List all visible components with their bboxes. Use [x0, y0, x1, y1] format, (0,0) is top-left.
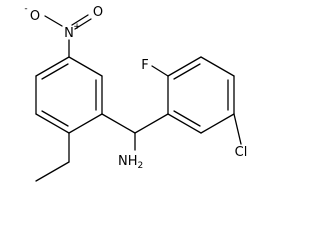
- bond: [41, 110, 69, 127]
- molecule-diagram: O - N + O F Cl NH2: [24, 4, 248, 182]
- bond: [200, 56, 235, 77]
- left-ring: [35, 56, 103, 134]
- oxygen-minus-label: O: [30, 9, 40, 24]
- fluorine-label: F: [141, 58, 148, 73]
- bond: [35, 56, 70, 77]
- bond: [173, 110, 201, 127]
- nitro-nitrogen-label: N: [64, 26, 74, 41]
- central-carbon: [101, 113, 169, 151]
- bond: [35, 113, 70, 134]
- chlorine-label: Cl: [235, 145, 248, 160]
- nitro-group: [44, 14, 92, 58]
- bond: [167, 56, 202, 77]
- amine-subscript: 2: [138, 161, 144, 171]
- amine-nh: NH: [118, 154, 138, 169]
- chlorine-bond: [233, 113, 242, 145]
- oxygen-double-label: O: [93, 5, 103, 20]
- right-ring: [167, 56, 235, 134]
- oxygen-minus-charge: -: [24, 4, 27, 14]
- bond: [68, 56, 103, 77]
- bond: [35, 161, 70, 182]
- bond: [41, 63, 69, 80]
- bond: [101, 113, 136, 134]
- bond: [68, 113, 103, 134]
- amine-label: NH2: [118, 154, 143, 171]
- bond: [200, 113, 235, 134]
- nitro-nitrogen-charge: +: [73, 22, 81, 32]
- fluorine-bond: [151, 65, 169, 77]
- bond: [134, 113, 169, 134]
- bond: [44, 15, 63, 27]
- bond: [74, 18, 92, 30]
- ethyl-group: [35, 132, 70, 182]
- bond: [167, 113, 202, 134]
- bond: [173, 63, 201, 80]
- bond: [71, 14, 89, 26]
